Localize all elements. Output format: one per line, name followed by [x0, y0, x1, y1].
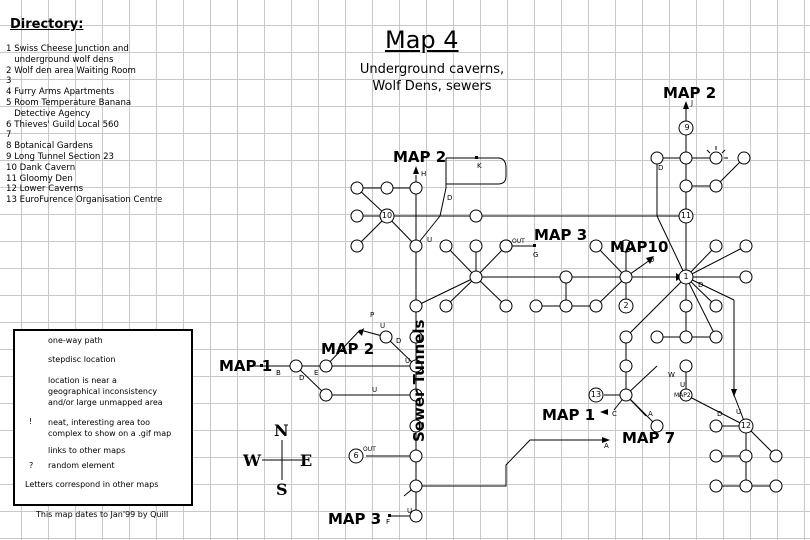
subtitle-line-2: Wolf Dens, sewers — [372, 79, 492, 94]
out-tag-6: OUT — [363, 446, 376, 453]
out-tag-top: OUT — [512, 238, 525, 245]
directory-item: 7 — [6, 130, 12, 141]
compass-w: W — [243, 451, 261, 470]
legend-neat-area: neat, interesting area too complex to sh… — [48, 418, 172, 438]
directory-item: 13 EuroFurence Organisation Centre — [6, 195, 163, 206]
letter-f: F — [386, 518, 391, 526]
directory-list: 1 Swiss Cheese Junction and underground … — [6, 44, 162, 206]
subtitle-line-1: Underground caverns, — [359, 62, 505, 77]
compass-rose — [262, 440, 302, 480]
map-subtitle: Underground caverns, Wolf Dens, sewers — [352, 61, 512, 95]
directory-item: 12 Lower Caverns — [6, 184, 84, 195]
link-map2-left[interactable]: MAP 2 — [393, 148, 447, 166]
directory-item: 3 — [6, 76, 12, 87]
directory-item: 10 Dank Cavern — [6, 162, 76, 173]
directory-item: 6 Thieves' Guild Local 560 — [6, 119, 119, 130]
legend-links: links to other maps — [48, 446, 126, 455]
letter-b: B — [276, 369, 281, 377]
node-label-10: 10 — [381, 211, 393, 220]
node-label-9: 9 — [684, 123, 690, 132]
directory-item: Detective Agency — [6, 108, 91, 119]
directory-item: underground wolf dens — [6, 54, 114, 65]
compass-s: S — [276, 480, 288, 499]
letter-u-e: U — [372, 386, 378, 394]
directory-item: 1 Swiss Cheese Junction and — [6, 44, 129, 54]
link-map7[interactable]: MAP 7 — [622, 429, 676, 447]
legend-inconsistency: location is near a geographical inconsis… — [48, 376, 163, 407]
letter-d-1: D — [698, 281, 704, 289]
legend-question-symbol: ? — [29, 461, 34, 470]
legend-one-way: one-way path — [48, 336, 103, 345]
sewer-tunnels-label: Sewer Tunnels — [410, 319, 428, 443]
link-map10[interactable]: MAP10 — [610, 238, 669, 256]
node-label-12: 12 — [740, 421, 752, 430]
node-label-2: 2 — [623, 301, 629, 310]
letter-d-left: D — [447, 194, 453, 202]
letter-d-p: D — [396, 337, 402, 345]
node-label-11: 11 — [680, 211, 692, 220]
letter-a-map7: A — [604, 442, 609, 450]
link-map1-right[interactable]: MAP 1 — [542, 406, 596, 424]
node-label-1: 1 — [683, 272, 689, 281]
map2-small-tag: MAP2 — [674, 392, 691, 399]
letter-h: H — [421, 170, 427, 178]
link-map2-mid[interactable]: MAP 2 — [321, 340, 375, 358]
compass-e: E — [300, 451, 313, 470]
letter-u-p: U — [380, 322, 386, 330]
legend-random: random element — [48, 461, 115, 470]
letter-u-left: U — [427, 236, 433, 244]
map-title: Map 4 — [385, 26, 459, 54]
letter-g: G — [533, 251, 539, 259]
letter-d-12: D — [717, 410, 723, 418]
legend-bang-symbol: ! — [29, 417, 33, 426]
directory-item: 2 Wolf den area Waiting Room — [6, 65, 136, 76]
legend-letters: Letters correspond in other maps — [25, 480, 159, 489]
credit-text: This map dates to Jan'99 by Quill — [36, 510, 169, 519]
directory-item: 11 Gloomy Den — [6, 173, 73, 184]
directory-item: 5 Room Temperature Banana — [6, 97, 132, 108]
directory-item: 8 Botanical Gardens — [6, 141, 93, 152]
legend-stepdisc: stepdisc location — [48, 355, 116, 364]
node-label-13: 13 — [590, 390, 602, 399]
letter-d-top: D — [658, 164, 664, 172]
link-map1-left[interactable]: MAP 1 — [219, 357, 273, 375]
letter-u-sewer: U — [405, 357, 411, 365]
letter-k: K — [477, 162, 482, 170]
legend-box: one-way path stepdisc location location … — [13, 329, 193, 506]
letter-a-13: A — [648, 410, 653, 418]
link-map3-top[interactable]: MAP 3 — [534, 226, 588, 244]
letter-d-map10: D — [649, 256, 655, 264]
letter-u-w: U — [680, 381, 686, 389]
compass-n: N — [274, 421, 289, 440]
link-map3-bottom[interactable]: MAP 3 — [328, 510, 382, 528]
letter-u-12: U — [736, 408, 742, 416]
letter-j: J — [691, 99, 694, 107]
map-link-dots — [260, 156, 536, 517]
node-label-6: 6 — [353, 451, 359, 460]
letter-e: E — [314, 369, 319, 377]
directory-heading: Directory: — [10, 17, 84, 32]
letter-c: C — [612, 410, 617, 418]
random-element-icon — [704, 146, 728, 159]
map-nodes — [289, 120, 783, 523]
letter-p: P — [370, 311, 375, 319]
directory-item: 4 Furry Arms Apartments — [6, 87, 115, 98]
link-map2-top[interactable]: MAP 2 — [663, 84, 717, 102]
directory-item: 9 Long Tunnel Section 23 — [6, 151, 115, 162]
letter-w: W — [668, 371, 675, 379]
map-edges — [254, 103, 777, 517]
letter-u-bottom: U — [407, 507, 413, 515]
letter-d-b: D — [299, 374, 305, 382]
